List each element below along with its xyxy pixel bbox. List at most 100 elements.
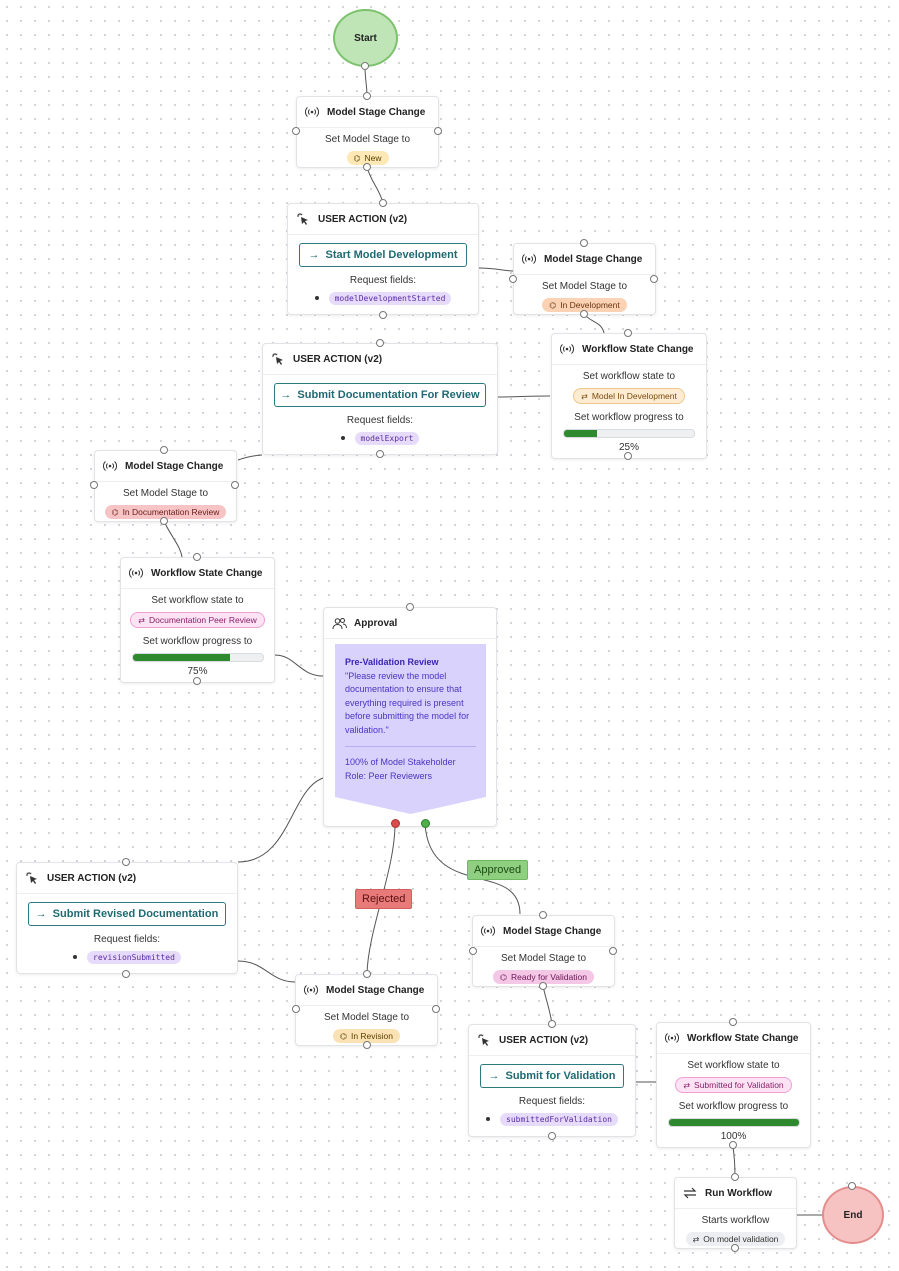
connection-handle[interactable]: [509, 275, 517, 283]
stage-text: Set Model Stage to: [541, 281, 628, 292]
connection-handle[interactable]: [469, 947, 477, 955]
connection-handle[interactable]: [731, 1244, 739, 1252]
progress-label: Set workflow progress to: [678, 1101, 789, 1112]
connection-handle[interactable]: [361, 62, 369, 70]
connection-handle[interactable]: [363, 163, 371, 171]
progress-fill: [564, 430, 597, 437]
progress-text: 75%: [187, 666, 208, 677]
connection-handle[interactable]: [376, 339, 384, 347]
edge-msc1-ua1: [366, 166, 384, 204]
connection-handle[interactable]: [379, 199, 387, 207]
approval-approved-handle[interactable]: [421, 819, 430, 828]
connection-handle[interactable]: [624, 329, 632, 337]
model-stage-change-node[interactable]: Model Stage Change Set Model Stage to ⌬I…: [295, 974, 438, 1046]
workflow-state-change-node[interactable]: Workflow State Change Set workflow state…: [656, 1022, 811, 1148]
swap-icon: ⇄: [683, 1081, 691, 1090]
progress-fill: [132, 654, 230, 661]
connection-handle[interactable]: [731, 1173, 739, 1181]
rejected-edge-label: Rejected: [355, 889, 413, 909]
connection-handle[interactable]: [539, 982, 547, 990]
connection-handle[interactable]: [580, 239, 588, 247]
connection-handle[interactable]: [231, 481, 239, 489]
submit-documentation-button[interactable]: →Submit Documentation For Review: [274, 383, 486, 407]
pointer-click-icon: [271, 352, 289, 366]
node-title: Model Stage Change: [125, 460, 224, 472]
connection-handle[interactable]: [363, 1041, 371, 1049]
end-node[interactable]: End: [822, 1186, 884, 1244]
node-title: Workflow State Change: [151, 567, 263, 579]
connection-handle[interactable]: [363, 92, 371, 100]
approval-divider: [345, 746, 476, 747]
node-title: USER ACTION (v2): [47, 872, 137, 884]
connection-handle[interactable]: [90, 481, 98, 489]
connection-handle[interactable]: [729, 1141, 737, 1149]
model-stage-change-node[interactable]: Model Stage Change Set Model Stage to ⌬I…: [513, 243, 656, 315]
user-action-node[interactable]: USER ACTION (v2) →Submit Documentation F…: [262, 343, 498, 455]
node-title: Model Stage Change: [327, 106, 426, 118]
connection-handle[interactable]: [193, 677, 201, 685]
node-title: Model Stage Change: [544, 253, 643, 265]
connection-handle[interactable]: [122, 970, 130, 978]
user-action-node[interactable]: USER ACTION (v2) →Start Model Developmen…: [287, 203, 479, 315]
stage-icon: ⌬: [500, 973, 508, 982]
progress-label: Set workflow progress to: [574, 412, 684, 423]
arrow-right-icon: →: [308, 249, 320, 261]
start-node[interactable]: Start: [333, 9, 398, 67]
connection-handle[interactable]: [548, 1132, 556, 1140]
user-action-node[interactable]: USER ACTION (v2) →Submit for Validation …: [468, 1024, 636, 1137]
people-icon: [332, 617, 350, 630]
swap-icon: ⇄: [138, 616, 145, 625]
connection-handle[interactable]: [848, 1182, 856, 1190]
connection-handle[interactable]: [292, 127, 300, 135]
start-model-development-button[interactable]: →Start Model Development: [299, 243, 467, 267]
broadcast-icon: [304, 984, 322, 996]
connection-handle[interactable]: [160, 517, 168, 525]
approval-node[interactable]: Approval Pre-Validation Review "Please r…: [323, 607, 497, 827]
connection-handle[interactable]: [193, 553, 201, 561]
connection-handle[interactable]: [363, 970, 371, 978]
model-stage-change-node[interactable]: Model Stage Change Set Model Stage to ⌬I…: [94, 450, 237, 522]
connection-handle[interactable]: [379, 311, 387, 319]
broadcast-icon: [481, 925, 499, 937]
model-stage-change-node[interactable]: Model Stage Change Set Model Stage to ⌬N…: [296, 96, 439, 168]
edge-ua3-msc4: [237, 960, 296, 983]
node-title: Workflow State Change: [687, 1032, 799, 1044]
submit-for-validation-button[interactable]: →Submit for Validation: [480, 1064, 624, 1088]
progress-text: 100%: [720, 1131, 747, 1142]
connection-handle[interactable]: [432, 1005, 440, 1013]
connection-handle[interactable]: [729, 1018, 737, 1026]
connection-handle[interactable]: [406, 603, 414, 611]
workflow-state-change-node[interactable]: Workflow State Change Set workflow state…: [120, 557, 275, 683]
state-pill: ⇄Submitted for Validation: [675, 1077, 792, 1093]
progress-bar: [563, 429, 695, 438]
user-action-node[interactable]: USER ACTION (v2) →Submit Revised Documen…: [16, 862, 238, 974]
connection-handle[interactable]: [160, 446, 168, 454]
request-field: submittedForValidation: [500, 1113, 618, 1126]
arrow-right-icon: →: [280, 389, 292, 401]
model-stage-change-node[interactable]: Model Stage Change Set Model Stage to ⌬R…: [472, 915, 615, 987]
node-title: USER ACTION (v2): [499, 1034, 589, 1046]
pointer-click-icon: [477, 1033, 495, 1047]
workflow-state-change-node[interactable]: Workflow State Change Set workflow state…: [551, 333, 707, 459]
run-workflow-node[interactable]: Run Workflow Starts workflow ⇄On model v…: [674, 1177, 797, 1249]
connection-handle[interactable]: [292, 1005, 300, 1013]
arrow-right-icon: →: [35, 908, 47, 920]
connection-handle[interactable]: [548, 1020, 556, 1028]
submit-revised-documentation-button[interactable]: →Submit Revised Documentation: [28, 902, 226, 926]
connection-handle[interactable]: [434, 127, 442, 135]
progress-text: 25%: [618, 442, 639, 453]
approval-card-text: "Please review the model documentation t…: [345, 670, 470, 735]
approval-rejected-handle[interactable]: [391, 819, 400, 828]
connection-handle[interactable]: [376, 450, 384, 458]
connection-handle[interactable]: [650, 275, 658, 283]
connection-handle[interactable]: [624, 452, 632, 460]
connection-handle[interactable]: [609, 947, 617, 955]
connection-handle[interactable]: [122, 858, 130, 866]
stage-pill: ⌬Ready for Validation: [493, 970, 594, 984]
end-label: End: [843, 1209, 863, 1221]
state-label: Set workflow state to: [151, 595, 244, 606]
broadcast-icon: [522, 253, 540, 265]
edge-msc2-wsc1: [583, 313, 605, 334]
connection-handle[interactable]: [580, 310, 588, 318]
connection-handle[interactable]: [539, 911, 547, 919]
